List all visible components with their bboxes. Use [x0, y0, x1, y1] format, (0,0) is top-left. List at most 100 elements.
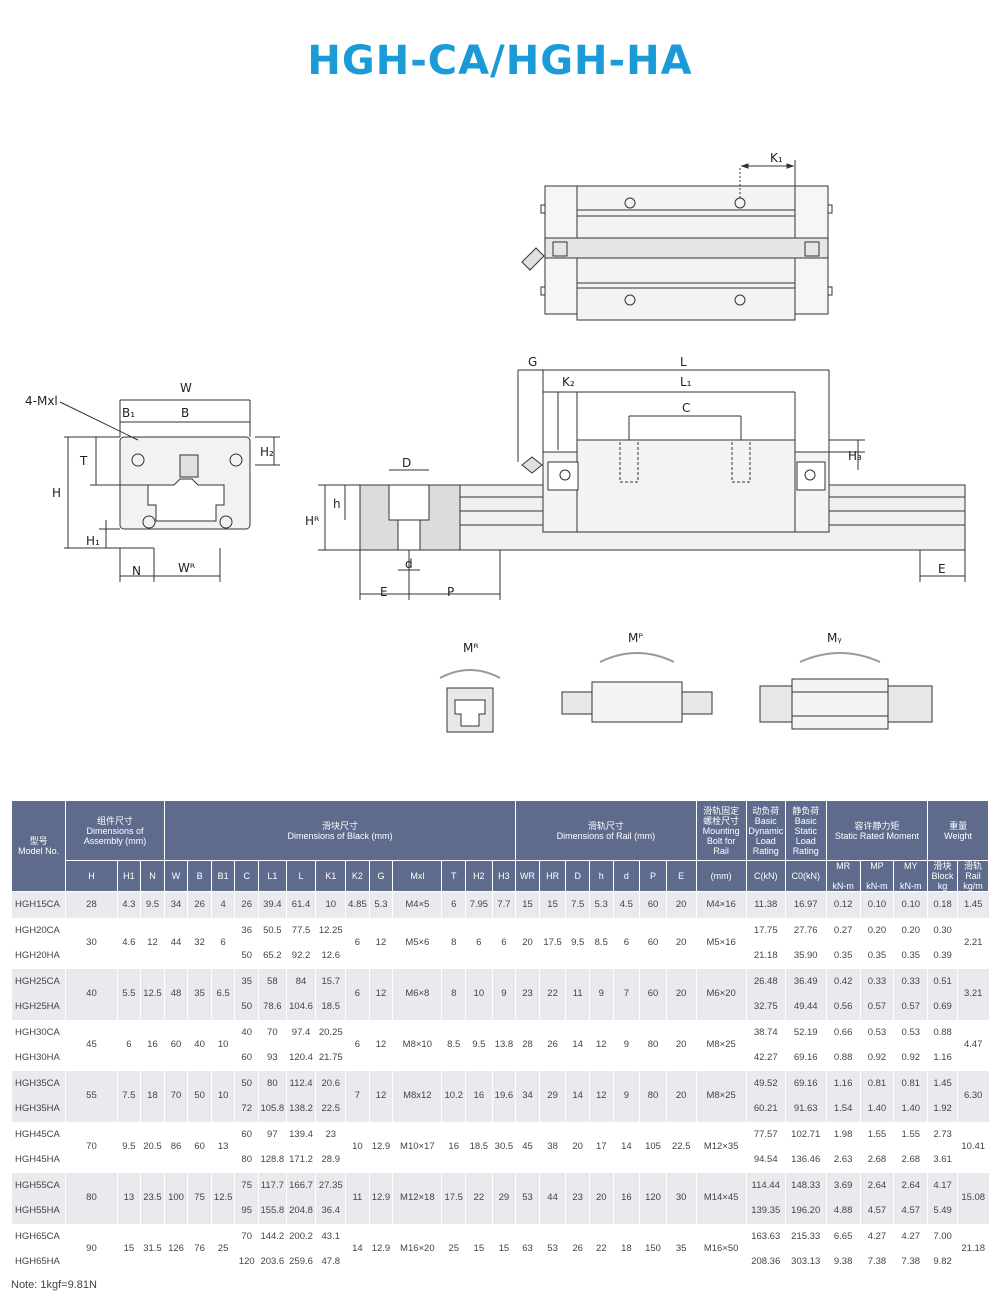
- table-cell: [588, 1198, 614, 1224]
- table-cell: [116, 917, 141, 943]
- table-cell: 58: [258, 968, 287, 994]
- subheader-cell: C(kN): [745, 860, 786, 892]
- table-cell: [187, 943, 212, 969]
- table-cell: [140, 917, 165, 943]
- table-cell: 50.5: [258, 917, 287, 943]
- table-cell: [441, 1070, 466, 1096]
- table-cell: 60.21: [745, 1096, 786, 1122]
- table-cell: [368, 943, 393, 969]
- table-cell: [187, 1045, 212, 1071]
- table-cell: [65, 1172, 118, 1198]
- table-cell: [565, 1249, 590, 1275]
- table-cell: [665, 943, 697, 969]
- table-cell: 47.8: [315, 1249, 346, 1275]
- table-cell: [956, 1172, 989, 1198]
- table-cell: 27.76: [784, 917, 827, 943]
- table-cell: 1.54: [825, 1096, 861, 1122]
- label-e-left: E: [380, 585, 388, 599]
- table-cell: [163, 1147, 188, 1173]
- footnote: Note: 1kgf=9.81N: [11, 1279, 97, 1291]
- table-cell: [392, 1096, 442, 1122]
- table-cell: [210, 1172, 235, 1198]
- table-cell: [210, 1070, 235, 1096]
- subheader-cell: C0(kN): [784, 860, 827, 892]
- model-cell: HGH55CA: [10, 1172, 66, 1198]
- model-cell: HGH45CA: [10, 1121, 66, 1147]
- table-cell: [695, 1249, 747, 1275]
- table-cell: 0.10: [893, 891, 928, 918]
- table-cell: [565, 1147, 590, 1173]
- table-cell: [345, 943, 370, 969]
- table-cell: [140, 1198, 165, 1224]
- table-cell: [538, 1096, 566, 1122]
- model-cell: HGH35CA: [10, 1070, 66, 1096]
- table-cell: [392, 1223, 442, 1249]
- table-cell: 0.81: [893, 1070, 928, 1096]
- table-cell: [187, 994, 212, 1020]
- table-cell: 4.88: [825, 1198, 861, 1224]
- table-cell: 3.61: [927, 1147, 958, 1173]
- table-cell: 50: [234, 943, 259, 969]
- table-cell: 16.97: [784, 891, 827, 918]
- table-cell: [187, 1249, 212, 1275]
- table-cell: [665, 1223, 697, 1249]
- table-cell: [538, 917, 566, 943]
- side-view-drawing: [318, 369, 966, 600]
- table-cell: [345, 968, 370, 994]
- table-cell: 32.75: [745, 994, 786, 1020]
- table-cell: [465, 994, 493, 1020]
- table-cell: 114.44: [745, 1172, 786, 1198]
- table-cell: [565, 1121, 590, 1147]
- table-cell: [140, 1019, 165, 1045]
- label-mr: Mᴿ: [463, 641, 479, 655]
- table-cell: [491, 943, 516, 969]
- model-cell: HGH20CA: [10, 917, 66, 943]
- subheader-cell: T: [441, 860, 466, 892]
- table-cell: [116, 1172, 141, 1198]
- table-cell: [210, 917, 235, 943]
- table-cell: [695, 1096, 747, 1122]
- table-cell: 0.88: [825, 1045, 861, 1071]
- table-cell: M4×16: [695, 891, 747, 918]
- table-cell: [187, 968, 212, 994]
- table-cell: 0.12: [825, 891, 861, 918]
- table-cell: [665, 1045, 697, 1071]
- table-cell: [345, 1198, 370, 1224]
- table-cell: 52.19: [784, 1019, 827, 1045]
- table-cell: 26: [187, 891, 212, 918]
- table-cell: [465, 943, 493, 969]
- table-cell: [538, 1019, 566, 1045]
- table-cell: 10: [315, 891, 346, 918]
- table-cell: [588, 1121, 614, 1147]
- table-cell: [392, 1019, 442, 1045]
- table-cell: [116, 1019, 141, 1045]
- table-cell: [163, 968, 188, 994]
- subheader-cell: 滑块 Block kg: [927, 860, 958, 892]
- table-cell: [588, 1249, 614, 1275]
- table-cell: [140, 1147, 165, 1173]
- table-cell: [639, 917, 667, 943]
- table-cell: [639, 1249, 667, 1275]
- table-cell: [368, 1249, 393, 1275]
- table-cell: [65, 968, 118, 994]
- table-cell: [116, 1045, 141, 1071]
- table-cell: 7.7: [491, 891, 516, 918]
- table-cell: [210, 943, 235, 969]
- header-static: 静负荷 Basic Static Load Rating: [784, 800, 827, 861]
- table-cell: [140, 1249, 165, 1275]
- table-cell: [65, 1121, 118, 1147]
- table-cell: [465, 1045, 493, 1071]
- label-k1: K₁: [770, 151, 783, 165]
- table-cell: [491, 1096, 516, 1122]
- table-cell: 70: [234, 1223, 259, 1249]
- table-cell: [695, 994, 747, 1020]
- table-cell: 15.7: [315, 968, 346, 994]
- table-cell: 69.16: [784, 1045, 827, 1071]
- table-cell: 69.16: [784, 1070, 827, 1096]
- table-cell: [163, 1070, 188, 1096]
- table-cell: [588, 1172, 614, 1198]
- table-cell: 303.13: [784, 1249, 827, 1275]
- table-cell: [665, 1019, 697, 1045]
